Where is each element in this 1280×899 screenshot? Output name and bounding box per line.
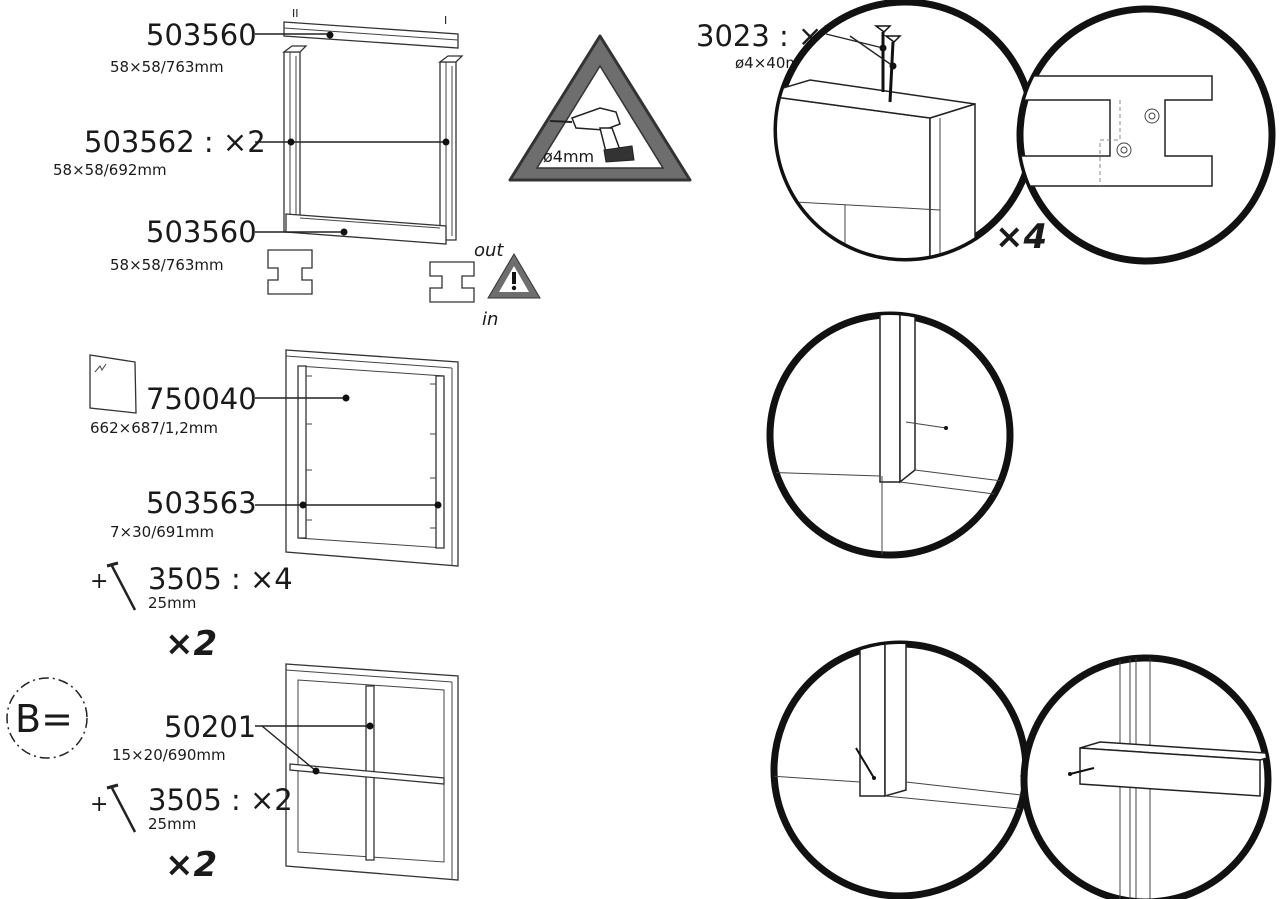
repeat-x2-step3: ×2 [165, 845, 217, 885]
step2-frame-drawing [255, 349, 459, 567]
part-3505-x4: 3505 : ×4 [148, 562, 293, 596]
screw-icon [873, 25, 902, 103]
dims-503560-bottom: 58×58/763mm [110, 256, 224, 274]
nail-plus-sign: + [90, 569, 108, 594]
label-in: in [482, 309, 498, 330]
dims-503563: 7×30/691mm [110, 523, 214, 541]
label-out: out [474, 240, 504, 261]
drill-icon [549, 107, 635, 163]
repeat-x4: ×4 [995, 217, 1047, 257]
dims-50201: 15×20/690mm [112, 746, 226, 764]
part-503563: 503563 [146, 486, 257, 520]
detail-circle-strip-nail [766, 311, 1014, 559]
part-503560-top: 503560 [146, 18, 257, 52]
detail-circle-joint-top [1016, 5, 1276, 265]
part-503562: 503562 : ×2 [84, 125, 266, 159]
part-750040: 750040 [146, 382, 257, 416]
dims-503562: 58×58/692mm [53, 161, 167, 179]
badge-b-label: B= [15, 697, 73, 741]
panel-sheet-icon [89, 354, 137, 414]
nail-plus-sign-step3: + [90, 792, 108, 817]
dims-3505-x4: 25mm [148, 594, 196, 612]
svg-text:II: II [292, 7, 299, 20]
detail-circle-screw-corner [773, 0, 1037, 262]
nail-icon [106, 561, 137, 611]
part-503560-bottom: 503560 [146, 215, 257, 249]
repeat-x2-step2: ×2 [165, 624, 217, 664]
drill-warning-icon [508, 34, 692, 182]
part-50201: 50201 [164, 710, 256, 744]
dims-503560-top: 58×58/763mm [110, 58, 224, 76]
detail-circle-vertical-bar-nail [770, 640, 1030, 899]
part-3505-x2: 3505 : ×2 [148, 783, 293, 817]
nail-icon-step3 [106, 783, 137, 833]
step1-frame-drawing: II I [255, 7, 541, 303]
svg-text:I: I [444, 14, 447, 27]
step3-frame-drawing [255, 663, 459, 881]
drill-size: ø4mm [543, 147, 594, 166]
dims-750040: 662×687/1,2mm [90, 419, 218, 437]
dims-3505-x2: 25mm [148, 815, 196, 833]
badge-b [6, 677, 88, 759]
detail-circle-horizontal-bar-nail [1020, 654, 1272, 899]
